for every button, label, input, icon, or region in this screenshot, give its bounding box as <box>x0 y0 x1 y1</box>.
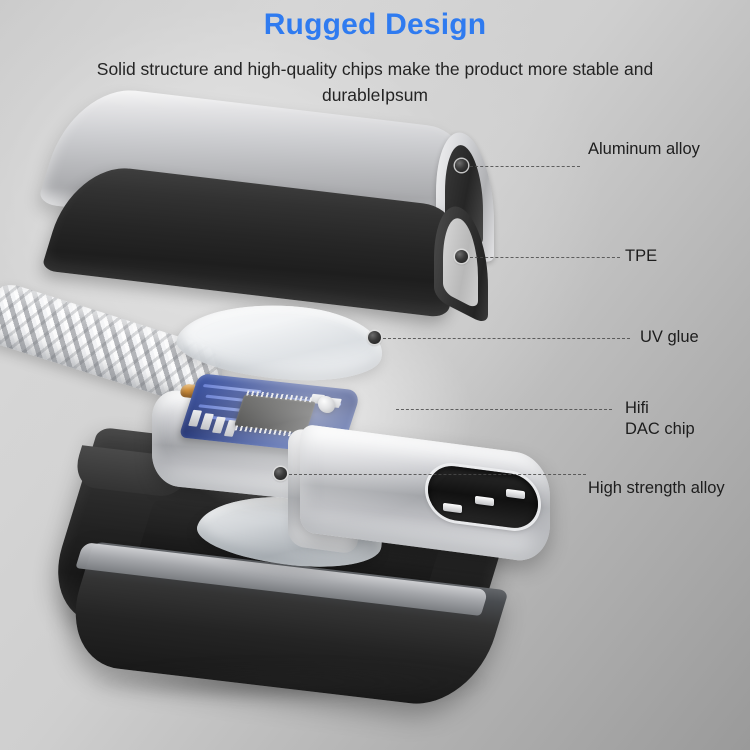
product-ground-shadow <box>90 662 490 702</box>
callout-line-high-strength-alloy <box>289 474 586 475</box>
pcb-pad <box>211 416 226 434</box>
page-subtitle: Solid structure and high-quality chips m… <box>96 59 654 105</box>
callout-label-aluminum-alloy: Aluminum alloy <box>588 140 700 158</box>
callout-label-tpe: TPE <box>625 247 658 265</box>
pcb-pad <box>188 409 203 427</box>
callout-line-tpe <box>470 257 620 258</box>
callout-label-hifi-dac-chip: Hifi DAC chip <box>625 399 695 438</box>
callout-label-uv-glue: UV glue <box>640 328 699 346</box>
callout-line-aluminum-alloy <box>470 166 580 167</box>
callout-dot-uv-glue <box>368 331 381 344</box>
callout-dot-aluminum-alloy <box>455 159 468 172</box>
callout-label-high-strength-alloy: High strength alloy <box>588 479 725 497</box>
callout-line-uv-glue <box>383 338 630 339</box>
callout-dot-tpe <box>455 250 468 263</box>
pcb-pad <box>200 413 214 431</box>
callout-dot-high-strength-alloy <box>274 467 287 480</box>
tpe-shell-body <box>40 162 480 318</box>
page-title: Rugged Design <box>263 8 487 41</box>
callout-line-hifi-dac-chip <box>396 409 612 410</box>
